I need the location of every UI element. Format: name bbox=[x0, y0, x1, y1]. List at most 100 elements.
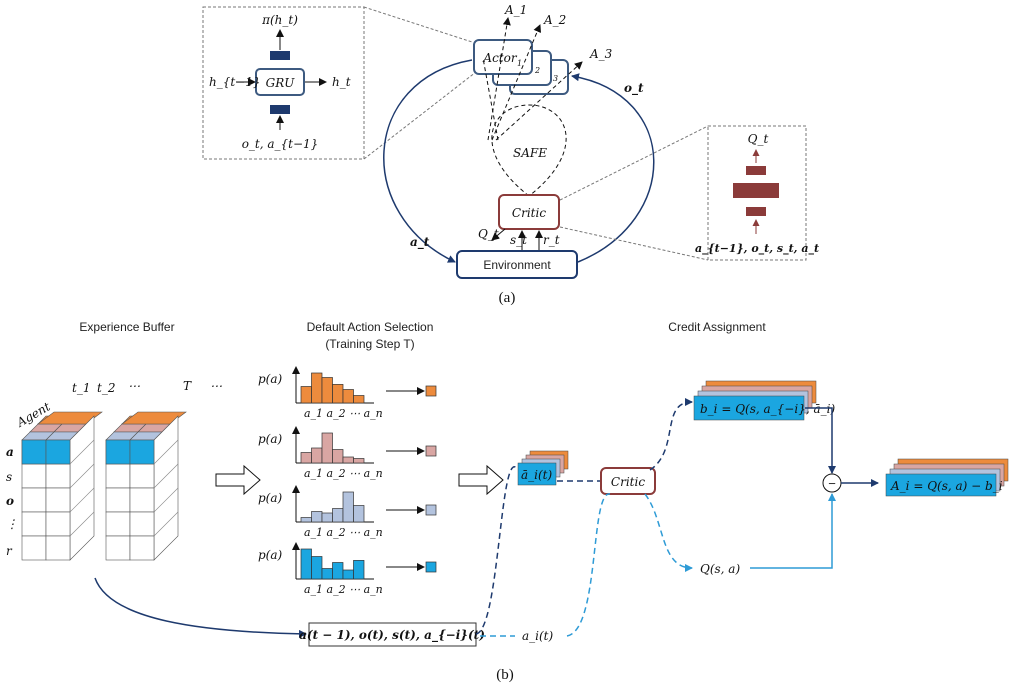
histogram-bar bbox=[321, 432, 333, 464]
zoom-line bbox=[363, 6, 473, 43]
histogram-xlabel: a_1 a_2 ⋯ a_n bbox=[304, 583, 383, 596]
critic-net-input-label: a_{t−1}, o_t, s_t, a_t bbox=[695, 242, 819, 256]
histogram-xlabel: a_1 a_2 ⋯ a_n bbox=[304, 526, 383, 539]
histogram-bar bbox=[300, 452, 312, 464]
row-label-r: r bbox=[6, 544, 13, 558]
critic-layer-3 bbox=[746, 207, 766, 216]
time-label-T: T bbox=[183, 379, 192, 393]
histogram-bar bbox=[311, 447, 323, 464]
default-action-title: Default Action Selection bbox=[307, 320, 434, 334]
svg-text:−: − bbox=[828, 476, 836, 491]
selected-action-square bbox=[425, 504, 437, 516]
histogram-bar bbox=[342, 569, 354, 580]
histogram-bar bbox=[332, 384, 344, 404]
action-2-label: A_2 bbox=[543, 13, 566, 27]
selected-action-square bbox=[425, 385, 437, 397]
critic-box-b bbox=[600, 467, 656, 495]
histogram-bar bbox=[342, 456, 354, 464]
advantage-stack bbox=[885, 458, 1009, 497]
histogram-bar bbox=[311, 556, 323, 580]
default-action-subtitle: (Training Step T) bbox=[325, 337, 414, 351]
critic-box bbox=[498, 194, 560, 230]
histogram-bar bbox=[332, 562, 344, 580]
row-label-a: a bbox=[6, 445, 14, 459]
svg-text:1: 1 bbox=[517, 59, 522, 68]
histogram-bar bbox=[332, 449, 344, 464]
histogram-bar bbox=[353, 505, 365, 523]
credit-assignment-title: Credit Assignment bbox=[668, 320, 766, 334]
critic-layer-1 bbox=[746, 166, 766, 175]
time-label-1: t_1 bbox=[72, 381, 90, 395]
critic-label: Critic bbox=[512, 206, 546, 220]
actor-label: Actor bbox=[482, 51, 517, 65]
histogram-bar bbox=[311, 372, 323, 404]
state-info-box bbox=[308, 622, 477, 647]
row-label-s: s bbox=[6, 470, 12, 484]
histogram-bar bbox=[353, 395, 365, 404]
histogram-bar bbox=[300, 548, 312, 580]
gru-cell bbox=[255, 68, 305, 96]
row-label-vdots: ⋮ bbox=[6, 517, 18, 531]
baseline-label: b_i = Q(s, a_{−i}, ā_i) bbox=[700, 402, 835, 416]
hollow-arrow-1 bbox=[215, 464, 261, 496]
advantage-label: A_i = Q(s, a) − b_i bbox=[890, 479, 1003, 493]
critic-layer-2 bbox=[733, 183, 779, 198]
safe-loop bbox=[491, 104, 567, 197]
action-label: a_t bbox=[410, 235, 430, 250]
histogram-bar bbox=[321, 568, 333, 580]
gru-out-layer bbox=[270, 51, 290, 60]
time-label-2: t_2 bbox=[97, 381, 115, 395]
action-3-label: A_3 bbox=[589, 47, 613, 61]
safe-label: SAFE bbox=[513, 146, 547, 160]
histogram-bar bbox=[342, 389, 354, 404]
caption-b: (b) bbox=[496, 667, 514, 683]
q-arrow bbox=[644, 493, 693, 572]
state-info-label: a(t − 1), o(t), s(t), a_{−i}(t) bbox=[299, 628, 485, 643]
reward-label: r_t bbox=[543, 233, 560, 247]
gru-hidden-in-label: h_{t−1} bbox=[209, 75, 261, 89]
selected-action-square bbox=[425, 445, 437, 457]
baseline-arrow bbox=[649, 398, 693, 471]
q-value-label: Q(s, a) bbox=[700, 562, 740, 576]
histogram-ylabel: p(a) bbox=[258, 491, 283, 505]
zoom-line bbox=[363, 71, 477, 160]
baseline-stack bbox=[693, 380, 817, 421]
environment-box bbox=[456, 250, 578, 279]
histogram-bar bbox=[353, 458, 365, 464]
q-label: Q_t bbox=[478, 227, 499, 241]
state-label: s_t bbox=[510, 233, 527, 247]
caption-a: (a) bbox=[499, 290, 516, 306]
critic-label-b: Critic bbox=[611, 475, 645, 489]
histogram-bar bbox=[321, 512, 333, 523]
gru-label: GRU bbox=[266, 76, 296, 90]
observation-loop-arrow bbox=[571, 73, 655, 263]
histogram-bar bbox=[353, 560, 365, 580]
histogram-xlabel: a_1 a_2 ⋯ a_n bbox=[304, 467, 383, 480]
histogram-ylabel: p(a) bbox=[258, 372, 283, 386]
histogram-bar bbox=[342, 491, 354, 523]
buffer-to-box-arrow bbox=[94, 577, 307, 638]
critic-net-output-label: Q_t bbox=[748, 132, 769, 146]
ai-to-critic-arrow bbox=[566, 493, 611, 637]
time-label-dots-2: ⋯ bbox=[210, 379, 222, 393]
action-loop-arrow bbox=[383, 59, 473, 263]
histogram-ylabel: p(a) bbox=[258, 548, 283, 562]
histogram-bar bbox=[300, 517, 312, 523]
selected-action-square bbox=[425, 561, 437, 573]
histogram-bar bbox=[300, 386, 312, 404]
histogram-bar bbox=[321, 377, 333, 404]
gru-output-label: π(h_t) bbox=[261, 13, 298, 27]
gru-input-label: o_t, a_{t−1} bbox=[242, 137, 319, 151]
time-label-dots: ⋯ bbox=[128, 379, 140, 393]
experience-buffer-title: Experience Buffer bbox=[79, 320, 174, 334]
row-label-o: o bbox=[6, 494, 14, 508]
gru-hidden-out-label: h_t bbox=[332, 75, 351, 89]
histogram-bar bbox=[332, 508, 344, 523]
abar-stack bbox=[517, 450, 569, 486]
svg-text:2: 2 bbox=[534, 66, 540, 75]
box-to-abar-arrow bbox=[475, 466, 519, 635]
gru-in-layer bbox=[270, 105, 290, 114]
actor-1 bbox=[473, 39, 533, 75]
